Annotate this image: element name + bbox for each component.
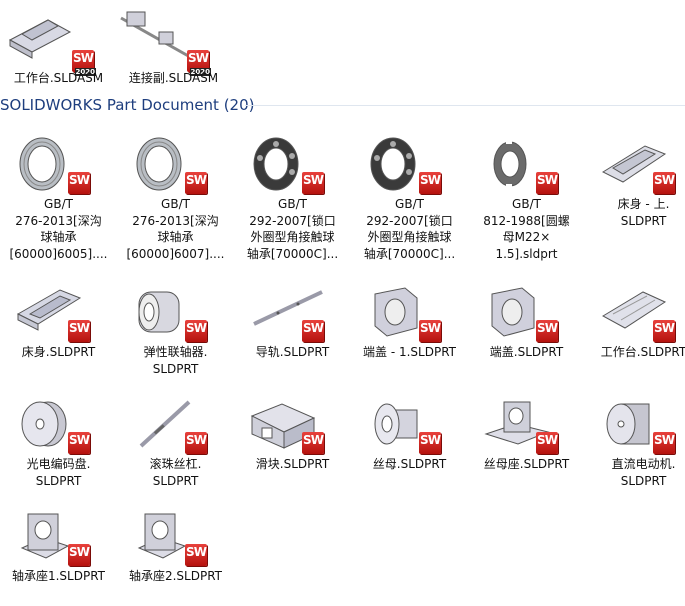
group-divider bbox=[245, 105, 685, 106]
bearing-seat-icon: SW bbox=[117, 502, 234, 592]
workbench-assembly-icon: SW 2020 bbox=[0, 6, 117, 96]
slider-block-icon: SW bbox=[234, 390, 351, 480]
badge-text: SW bbox=[654, 433, 675, 447]
end-cap-icon: SW bbox=[468, 278, 585, 368]
file-name-label: 丝母座.SLDPRT bbox=[483, 457, 570, 471]
badge-text: SW bbox=[537, 433, 558, 447]
badge-text: SW bbox=[420, 321, 441, 335]
solidworks-badge-icon: SW bbox=[536, 320, 558, 342]
dc-motor-icon: SW bbox=[585, 390, 685, 480]
file-name-label: GB/T 812-1988[圆螺 母M22× 1.5].sldprt bbox=[483, 197, 570, 261]
badge-text: SW bbox=[186, 545, 207, 559]
solidworks-badge-icon: SW bbox=[68, 320, 90, 342]
round-nut-icon: SW bbox=[468, 130, 585, 220]
file-name-label: 弹性联轴器. SLDPRT bbox=[143, 345, 208, 376]
file-name-label: 轴承座1.SLDPRT bbox=[11, 569, 106, 583]
file-name-label: 滑块.SLDPRT bbox=[255, 457, 330, 471]
solidworks-badge-icon: SW 2020 bbox=[187, 50, 211, 76]
version-year-label: 2020 bbox=[189, 68, 211, 76]
version-year-label: 2020 bbox=[74, 68, 96, 76]
badge-text: SW bbox=[303, 173, 324, 187]
badge-text: SW bbox=[537, 173, 558, 187]
file-name-label: GB/T 292-2007[锁口 外圈型角接触球 轴承[70000C]... bbox=[363, 197, 456, 261]
file-name-label: 轴承座2.SLDPRT bbox=[128, 569, 223, 583]
file-name-label: 端盖 - 1.SLDPRT bbox=[363, 345, 456, 359]
nut-seat-icon: SW bbox=[468, 390, 585, 480]
badge-text: SW bbox=[73, 51, 94, 65]
badge-text: SW bbox=[537, 321, 558, 335]
badge-text: SW bbox=[69, 545, 90, 559]
badge-text: SW bbox=[654, 321, 675, 335]
solidworks-badge-icon: SW bbox=[68, 432, 90, 454]
solidworks-badge-icon: SW bbox=[302, 432, 324, 454]
file-name-label: 工作台.SLDPRT bbox=[600, 345, 685, 359]
solidworks-badge-icon: SW bbox=[302, 172, 324, 194]
solidworks-badge-icon: SW bbox=[185, 544, 207, 566]
solidworks-badge-icon: SW bbox=[536, 172, 558, 194]
badge-text: SW bbox=[186, 321, 207, 335]
solidworks-badge-icon: SW 2020 bbox=[72, 50, 96, 76]
file-name-label: 工作台.SLDASM bbox=[13, 71, 104, 85]
badge-text: SW bbox=[420, 173, 441, 187]
deep-groove-bearing-icon: SW bbox=[117, 130, 234, 220]
badge-text: SW bbox=[188, 51, 209, 65]
file-name-label: 床身 - 上. SLDPRT bbox=[617, 197, 670, 228]
guide-rail-icon: SW bbox=[234, 278, 351, 368]
badge-text: SW bbox=[69, 321, 90, 335]
badge-text: SW bbox=[69, 433, 90, 447]
end-cap-icon: SW bbox=[351, 278, 468, 368]
solidworks-badge-icon: SW bbox=[653, 320, 675, 342]
badge-text: SW bbox=[69, 173, 90, 187]
file-name-label: GB/T 276-2013[深沟 球轴承 [60000]6007].... bbox=[126, 197, 225, 261]
badge-text: SW bbox=[303, 433, 324, 447]
file-name-label: 端盖.SLDPRT bbox=[489, 345, 564, 359]
badge-text: SW bbox=[303, 321, 324, 335]
bed-upper-icon: SW bbox=[585, 130, 685, 220]
solidworks-badge-icon: SW bbox=[68, 544, 90, 566]
bearing-seat-icon: SW bbox=[0, 502, 117, 592]
file-name-label: 床身.SLDPRT bbox=[21, 345, 96, 359]
flexible-coupling-icon: SW bbox=[117, 278, 234, 368]
encoder-disc-icon: SW bbox=[0, 390, 117, 480]
coupling-assembly-icon: SW 2020 bbox=[115, 6, 232, 96]
badge-text: SW bbox=[420, 433, 441, 447]
group-header-part-document[interactable]: SOLIDWORKS Part Document (20) bbox=[0, 96, 255, 114]
file-name-label: 连接副.SLDASM bbox=[128, 71, 219, 85]
solidworks-badge-icon: SW bbox=[185, 432, 207, 454]
solidworks-badge-icon: SW bbox=[653, 172, 675, 194]
angular-contact-bearing-icon: SW bbox=[234, 130, 351, 220]
bed-icon: SW bbox=[0, 278, 117, 368]
solidworks-badge-icon: SW bbox=[419, 320, 441, 342]
solidworks-badge-icon: SW bbox=[653, 432, 675, 454]
angular-contact-bearing-icon: SW bbox=[351, 130, 468, 220]
worktable-icon: SW bbox=[585, 278, 685, 368]
file-name-label: GB/T 276-2013[深沟 球轴承 [60000]6005].... bbox=[9, 197, 108, 261]
file-name-label: 滚珠丝杠. SLDPRT bbox=[149, 457, 202, 488]
solidworks-badge-icon: SW bbox=[419, 432, 441, 454]
solidworks-badge-icon: SW bbox=[419, 172, 441, 194]
deep-groove-bearing-icon: SW bbox=[0, 130, 117, 220]
solidworks-badge-icon: SW bbox=[302, 320, 324, 342]
badge-text: SW bbox=[186, 173, 207, 187]
screw-nut-icon: SW bbox=[351, 390, 468, 480]
solidworks-badge-icon: SW bbox=[536, 432, 558, 454]
file-name-label: 直流电动机. SLDPRT bbox=[611, 457, 676, 488]
ball-screw-icon: SW bbox=[117, 390, 234, 480]
file-name-label: 丝母.SLDPRT bbox=[372, 457, 447, 471]
solidworks-badge-icon: SW bbox=[185, 320, 207, 342]
solidworks-badge-icon: SW bbox=[68, 172, 90, 194]
badge-text: SW bbox=[654, 173, 675, 187]
file-name-label: GB/T 292-2007[锁口 外圈型角接触球 轴承[70000C]... bbox=[246, 197, 339, 261]
badge-text: SW bbox=[186, 433, 207, 447]
file-name-label: 光电编码盘. SLDPRT bbox=[26, 457, 91, 488]
file-name-label: 导轨.SLDPRT bbox=[255, 345, 330, 359]
solidworks-badge-icon: SW bbox=[185, 172, 207, 194]
